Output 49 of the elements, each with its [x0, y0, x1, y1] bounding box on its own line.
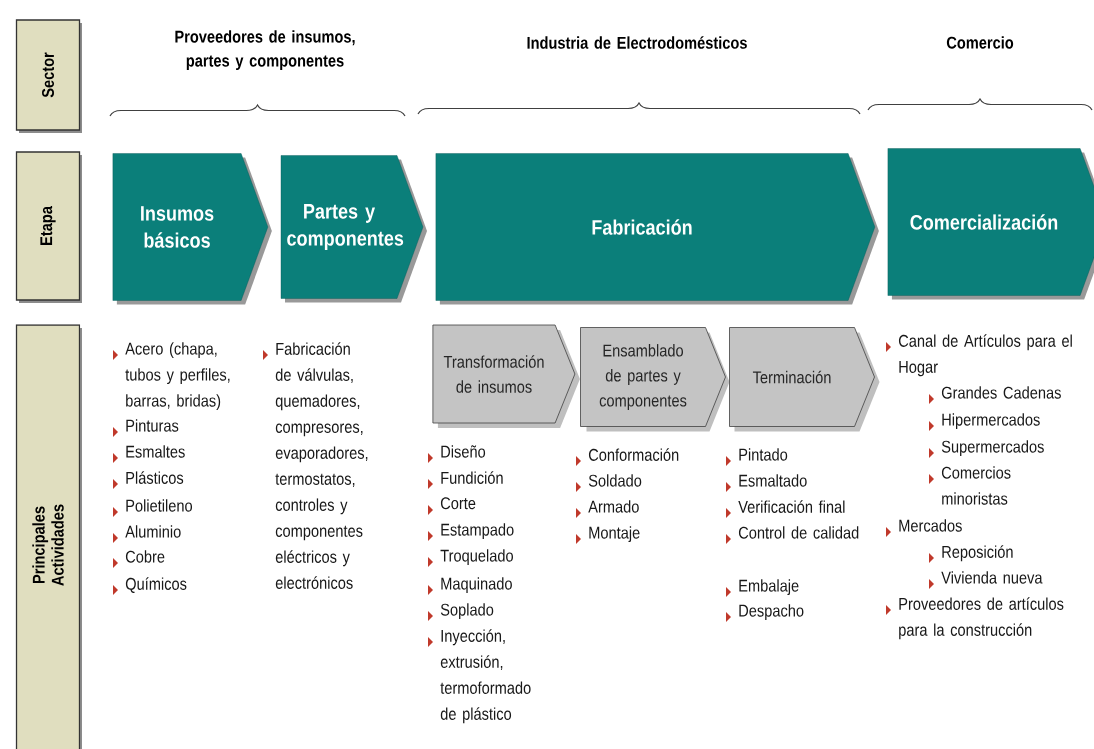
activity-item: Despacho: [739, 604, 804, 621]
activity-item: Pintado: [739, 448, 788, 461]
activity-item: Polietileno: [126, 499, 193, 512]
stage-banner: Fabricación: [435, 153, 879, 305]
sector-label: Proveedores de insumos, partes y componentes: [175, 30, 355, 71]
activity-item: Canal de Artículos para el Hogar: [898, 334, 1072, 377]
activity-item: Embalaje: [739, 579, 799, 596]
row-header: Etapa: [15, 151, 82, 303]
stage-banner: Comercialización: [887, 148, 1094, 300]
activity-item: Fundición: [441, 471, 503, 484]
activity-item: Armado: [588, 500, 639, 513]
stage-banner: Partes y componentes: [280, 155, 427, 303]
activity-item: Corte: [440, 497, 476, 510]
activity-item: Control de calidad: [738, 526, 859, 539]
activity-item: Esmaltes: [126, 445, 185, 458]
row-header: Sector: [15, 19, 82, 133]
step-panel: Ensamblado de partes y componentes: [580, 327, 730, 432]
activity-item: Soldado: [588, 474, 642, 487]
activity-item: Pinturas: [126, 419, 179, 432]
activity-item: Soplado: [440, 603, 494, 620]
activity-item: Comercios minoristas: [941, 466, 1011, 505]
sector-label: Industria de Electrodomésticos: [527, 36, 747, 49]
activity-item: Mercados: [899, 519, 962, 532]
activity-item: Fabricación de válvulas, quemadores, compresores, evaporadores, termostatos, controles y componentes eléctricos y electrónicos: [275, 342, 368, 589]
activity-item: Vivienda nueva: [941, 571, 1043, 584]
activity-item: Montaje: [589, 526, 640, 543]
activity-item: Acero (chapa, tubos y perfiles, barras, bridas): [125, 342, 230, 411]
activity-item: Aluminio: [125, 525, 181, 538]
step-panel: Transformación de insumos: [432, 324, 580, 428]
step-panel: Terminación: [729, 327, 880, 432]
sector-label: Comercio: [946, 36, 1014, 49]
activity-item: Conformación: [588, 448, 679, 461]
activity-item: Hipermercados: [942, 413, 1040, 430]
activity-item: Esmaltado: [739, 474, 807, 487]
activity-item: Proveedores de artículos para la construcción: [899, 597, 1064, 640]
stage-banner: Insumos básicos: [112, 153, 272, 305]
activity-item: Grandes Cadenas: [941, 386, 1061, 399]
activity-item: Supermercados: [941, 440, 1044, 457]
activity-item: Reposición: [942, 545, 1013, 562]
activity-item: Maquinado: [441, 577, 512, 594]
activity-item: Plásticos: [126, 471, 184, 484]
activity-item: Troquelado: [440, 549, 513, 566]
activity-item: Químicos: [125, 577, 187, 593]
activity-item: Verificación final: [738, 500, 845, 513]
activity-item: Cobre: [125, 550, 165, 563]
row-header: Principales Actividades: [15, 324, 82, 749]
activity-item: Diseño: [441, 445, 486, 458]
activity-item: Inyección, extrusión, termoformado de plástico: [440, 629, 531, 724]
activity-item: Estampado: [441, 523, 514, 540]
